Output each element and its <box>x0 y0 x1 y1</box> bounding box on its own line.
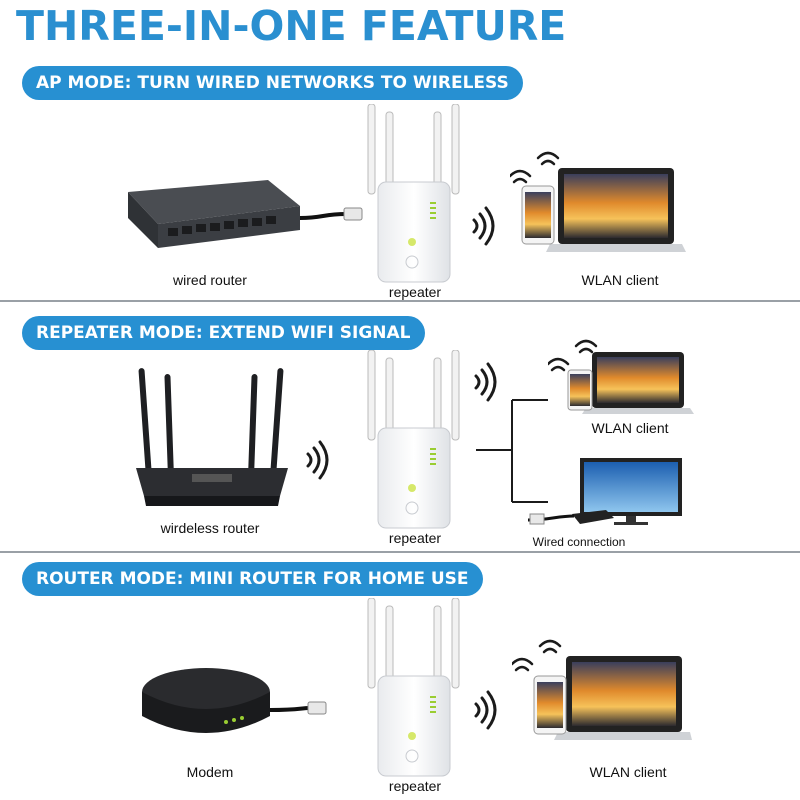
section-divider <box>0 300 800 302</box>
wired-router-icon <box>118 178 378 258</box>
tv-icon <box>528 456 688 528</box>
section-divider <box>0 551 800 553</box>
repeater-mode-banner: REPEATER MODE: EXTEND WIFI SIGNAL <box>22 316 425 350</box>
client-label-2: WLAN client <box>580 420 680 436</box>
repeater-icon <box>364 104 464 284</box>
wifi-signal-icon <box>470 690 500 730</box>
page-title: THREE-IN-ONE FEATURE <box>16 0 566 52</box>
source-label-2: wirdeless router <box>150 520 270 536</box>
ap-mode-banner: AP MODE: TURN WIRED NETWORKS TO WIRELESS <box>22 66 523 100</box>
wired-connection-label: Wired connection <box>524 535 634 549</box>
wifi-signal-icon <box>302 440 332 480</box>
wireless-router-icon <box>132 364 292 514</box>
wifi-signal-icon <box>468 206 498 246</box>
repeater-icon <box>364 598 464 778</box>
client-label-3: WLAN client <box>578 764 678 780</box>
repeater-label-1: repeater <box>380 284 450 300</box>
repeater-label-2: repeater <box>380 530 450 546</box>
wlan-client-devices <box>512 634 692 744</box>
wifi-signal-icon <box>470 362 500 402</box>
router-mode-banner: ROUTER MODE: MINI ROUTER FOR HOME USE <box>22 562 483 596</box>
repeater-label-3: repeater <box>380 778 450 794</box>
modem-icon <box>140 664 360 754</box>
client-label-1: WLAN client <box>570 272 670 288</box>
wlan-client-devices <box>510 146 690 256</box>
repeater-icon <box>364 350 464 530</box>
wlan-client-devices <box>548 334 698 416</box>
source-label-3: Modem <box>170 764 250 780</box>
source-label-1: wired router <box>160 272 260 288</box>
